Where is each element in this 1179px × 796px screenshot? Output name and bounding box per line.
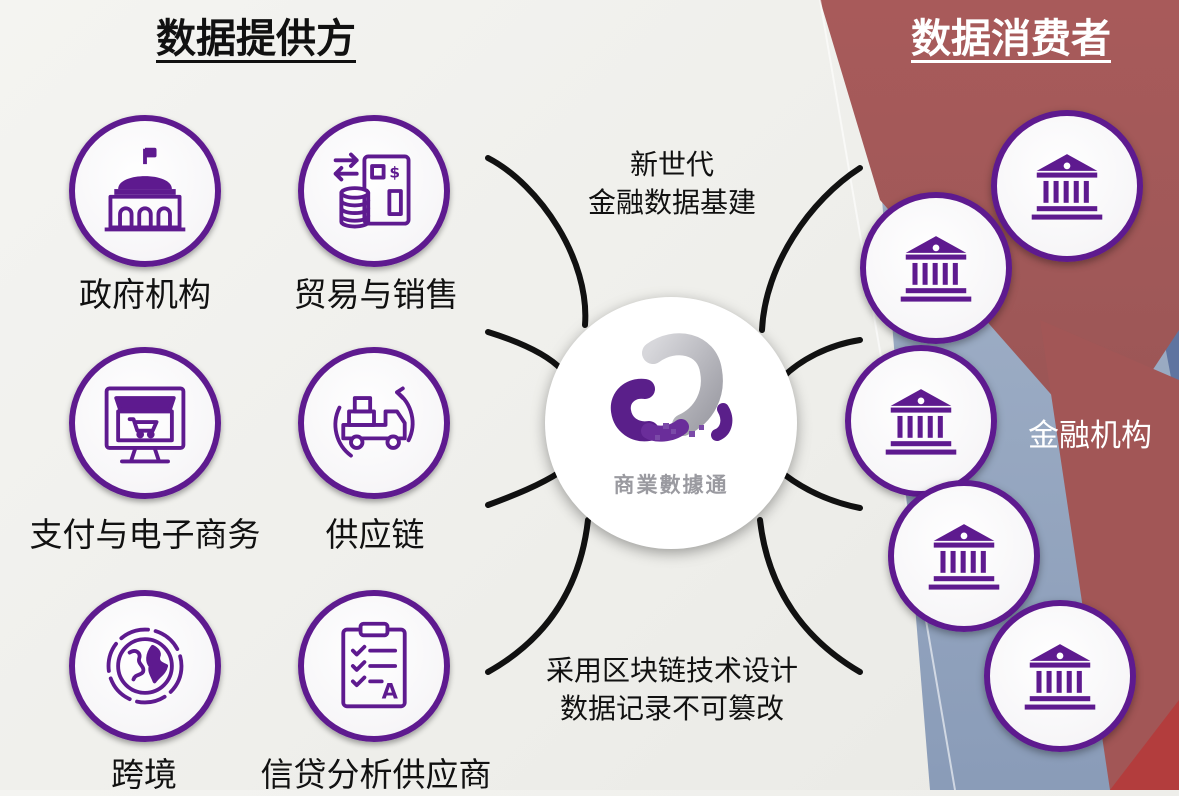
consumers-heading: 数据消费者: [911, 16, 1111, 62]
ecommerce-store-icon: [104, 386, 186, 464]
consumer-bank: [991, 110, 1143, 262]
provider-label: 信贷分析供应商: [260, 755, 492, 794]
center-bottom-note: 采用区块链技术设计 数据记录不可篡改: [522, 652, 822, 728]
brand-name: 商業數據通: [613, 473, 729, 497]
consumer-bank: [845, 345, 997, 497]
red-band-lower: [1040, 320, 1179, 790]
note-line: 数据记录不可篡改: [559, 692, 784, 725]
globe-icon: [106, 627, 184, 705]
bank-icon: [885, 389, 957, 455]
provider-label: 政府机构: [79, 275, 211, 314]
consumer-bank: [888, 480, 1040, 632]
provider-label: 支付与电子商务: [29, 515, 261, 554]
provider-government: [69, 115, 221, 267]
svg-text:A: A: [382, 679, 399, 704]
note-line: 采用区块链技术设计: [545, 654, 798, 687]
note-line: 新世代: [629, 148, 714, 181]
provider-label: 贸易与销售: [293, 275, 459, 314]
delivery-truck-icon: [333, 386, 415, 458]
bank-icon: [900, 236, 972, 302]
trade-sales-icon: $: [333, 152, 411, 229]
government-building-icon: [104, 147, 186, 232]
cloud-logo-icon: [610, 333, 733, 442]
credit-checklist-icon: A: [341, 621, 407, 709]
bank-icon: [1031, 154, 1103, 220]
note-line: 金融数据基建: [587, 186, 756, 219]
right-connectors: [757, 165, 863, 675]
provider-ecommerce: [69, 347, 221, 499]
provider-supply-chain: [298, 347, 450, 499]
bank-icon: [1024, 644, 1096, 710]
providers-heading: 数据提供方: [156, 16, 356, 62]
provider-cross-border: [69, 590, 221, 742]
consumer-bank: [860, 192, 1012, 344]
provider-trade: $: [298, 115, 450, 267]
provider-credit: A: [298, 590, 450, 742]
red-band-tip: [1110, 700, 1179, 790]
consumer-label: 金融机构: [1028, 418, 1152, 454]
provider-label: 跨境: [111, 755, 177, 794]
consumer-bank: [984, 600, 1136, 752]
bank-icon: [928, 524, 1000, 590]
center-hub: 商業數據通: [545, 297, 797, 549]
svg-text:$: $: [389, 164, 400, 182]
provider-label: 供应链: [325, 515, 425, 554]
center-top-note: 新世代 金融数据基建: [572, 146, 772, 222]
